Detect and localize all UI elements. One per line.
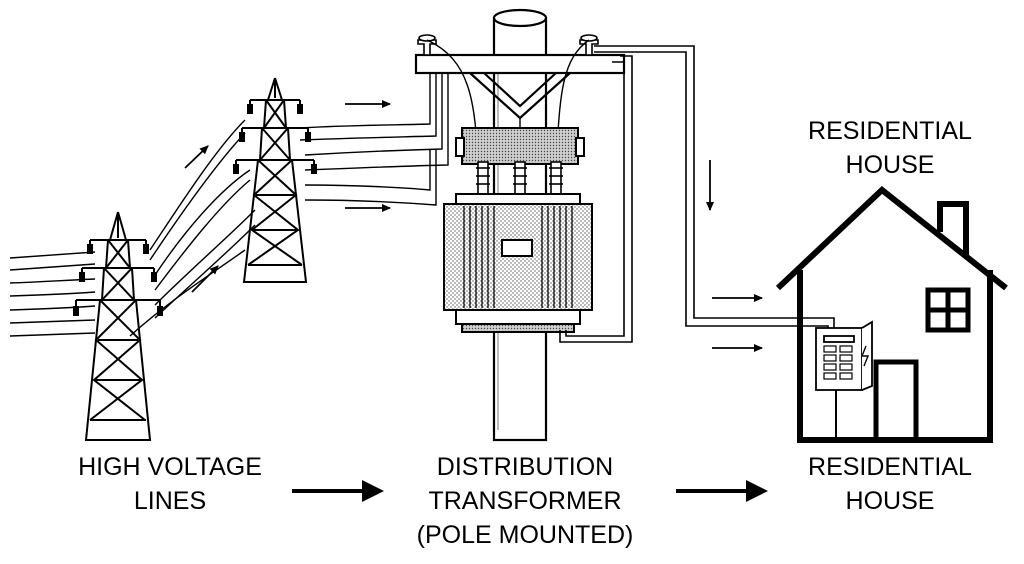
tower-left-insulators	[73, 244, 163, 316]
label-line: LINES	[133, 487, 207, 515]
transformer-icon	[443, 127, 593, 333]
power-lines-left	[9, 251, 96, 337]
label-residential-house-bottom: RESIDENTIAL HOUSE	[780, 450, 1000, 518]
label-line: HOUSE	[845, 487, 935, 515]
flow-arrows	[184, 100, 763, 352]
house-icon	[775, 186, 1008, 443]
power-lines-between-towers	[129, 119, 256, 337]
label-high-voltage-lines: HIGH VOLTAGE LINES	[55, 450, 285, 518]
arrow-icon	[191, 265, 219, 293]
electric-meter-icon	[815, 320, 873, 438]
label-residential-house-top: RESIDENTIAL HOUSE	[780, 114, 1000, 182]
label-line: DISTRIBUTION	[436, 453, 614, 481]
tower-right-insulators	[233, 104, 317, 174]
service-drop	[559, 45, 835, 343]
bottom-flow-arrows	[292, 480, 768, 502]
arrow-icon	[184, 145, 209, 169]
label-line: HOUSE	[845, 151, 935, 179]
label-line: RESIDENTIAL	[808, 453, 972, 481]
label-line: HIGH VOLTAGE	[78, 453, 262, 481]
crossarm-insulators	[417, 34, 599, 56]
label-line: RESIDENTIAL	[808, 117, 972, 145]
label-line: TRANSFORMER	[428, 487, 622, 515]
door-icon	[873, 359, 919, 438]
power-lines-to-pole	[299, 72, 449, 206]
label-line: (POLE MOUNTED)	[416, 521, 634, 549]
label-distribution-transformer: DISTRIBUTION TRANSFORMER (POLE MOUNTED)	[390, 450, 660, 552]
